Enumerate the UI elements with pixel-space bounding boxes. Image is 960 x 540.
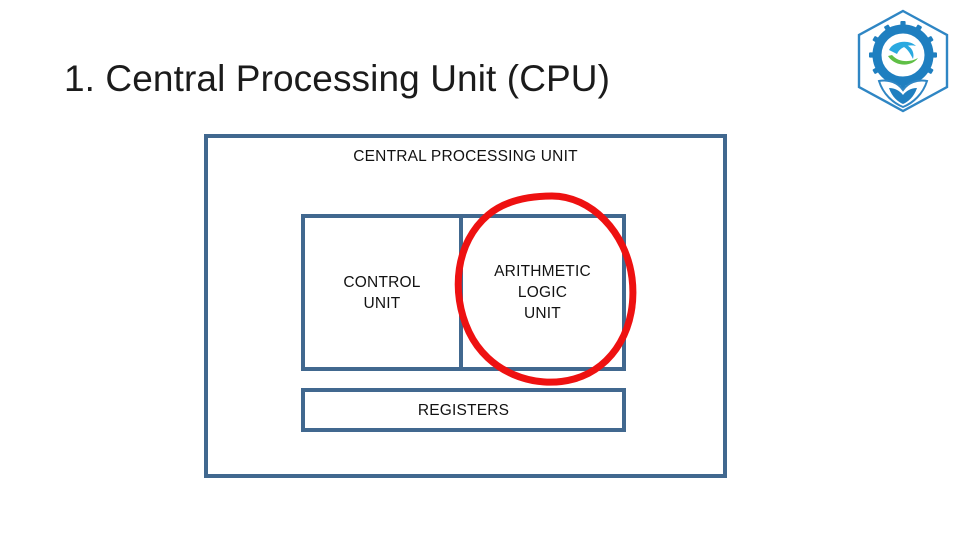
block-arithmetic-logic-unit: ARITHMETIC LOGIC UNIT — [459, 214, 626, 371]
block-registers-label: REGISTERS — [417, 401, 510, 419]
cpu-units-row: CONTROL UNIT ARITHMETIC LOGIC UNIT — [301, 214, 626, 371]
organization-logo — [853, 8, 953, 114]
cpu-block-diagram: CENTRAL PROCESSING UNIT CONTROL UNIT ARI… — [204, 134, 727, 478]
block-control-unit: CONTROL UNIT — [301, 214, 463, 371]
block-arithmetic-logic-unit-label: ARITHMETIC LOGIC UNIT — [494, 263, 591, 322]
block-registers: REGISTERS — [301, 388, 626, 432]
cpu-header-label: CENTRAL PROCESSING UNIT — [353, 148, 578, 165]
page-title: 1. Central Processing Unit (CPU) — [64, 58, 611, 99]
hexagon-emblem-icon — [857, 9, 949, 113]
block-control-unit-label: CONTROL UNIT — [343, 273, 421, 312]
